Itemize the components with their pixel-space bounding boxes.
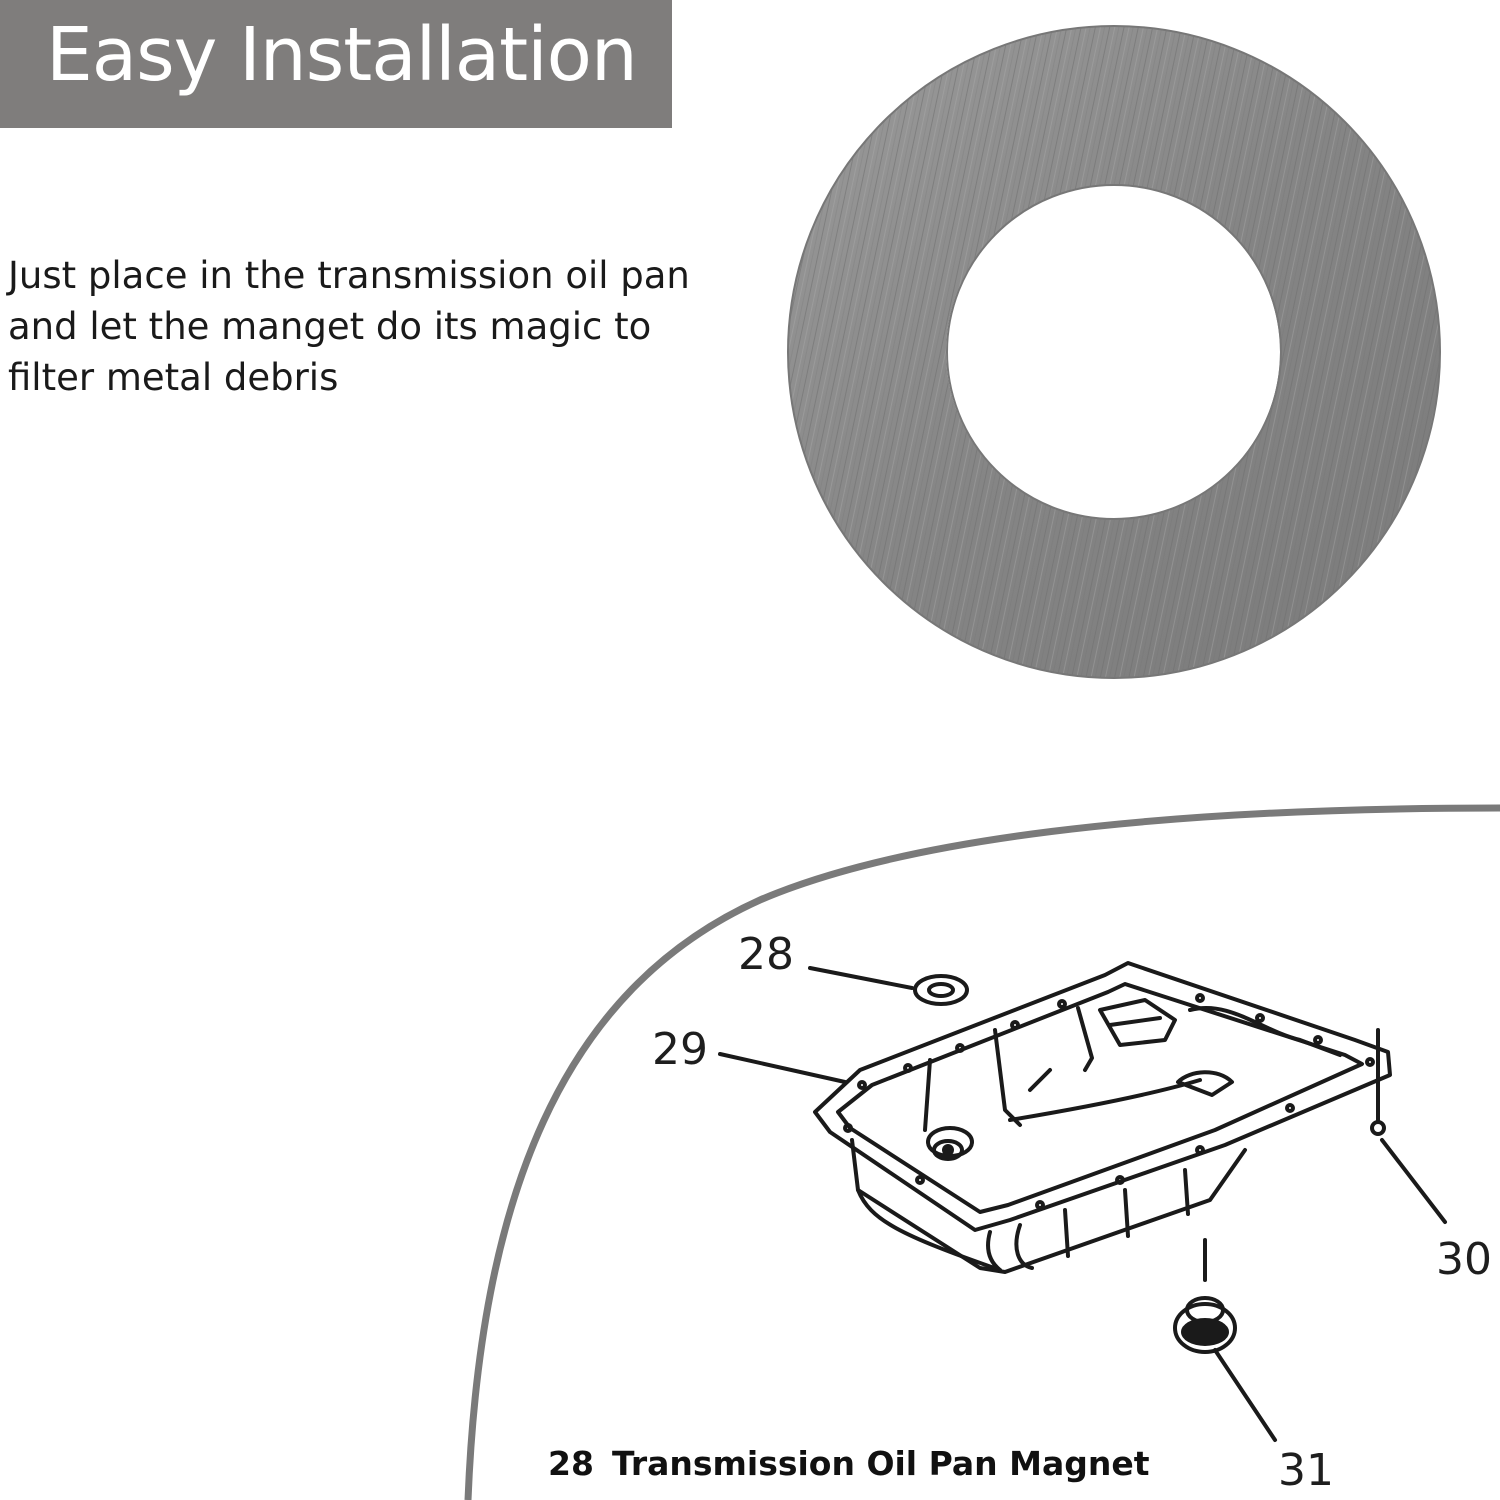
page-title: Easy Installation	[46, 12, 638, 98]
header-band	[0, 0, 672, 128]
description-line-1: Just place in the transmission oil pan	[8, 254, 690, 297]
description-line-3: filter metal debris	[8, 356, 339, 399]
caption-number: 28	[548, 1444, 594, 1483]
callout-28: 28	[738, 929, 794, 980]
callout-29: 29	[652, 1024, 708, 1075]
callout-31: 31	[1278, 1445, 1334, 1496]
caption-text: Transmission Oil Pan Magnet	[611, 1444, 1150, 1483]
caption: 28 Transmission Oil Pan Magnet	[548, 1444, 1150, 1484]
description-line-2: and let the manget do its magic to	[8, 305, 652, 348]
callout-30: 30	[1436, 1234, 1492, 1285]
ring-magnet-icon	[787, 25, 1441, 679]
description: Just place in the transmission oil pan a…	[8, 250, 708, 403]
